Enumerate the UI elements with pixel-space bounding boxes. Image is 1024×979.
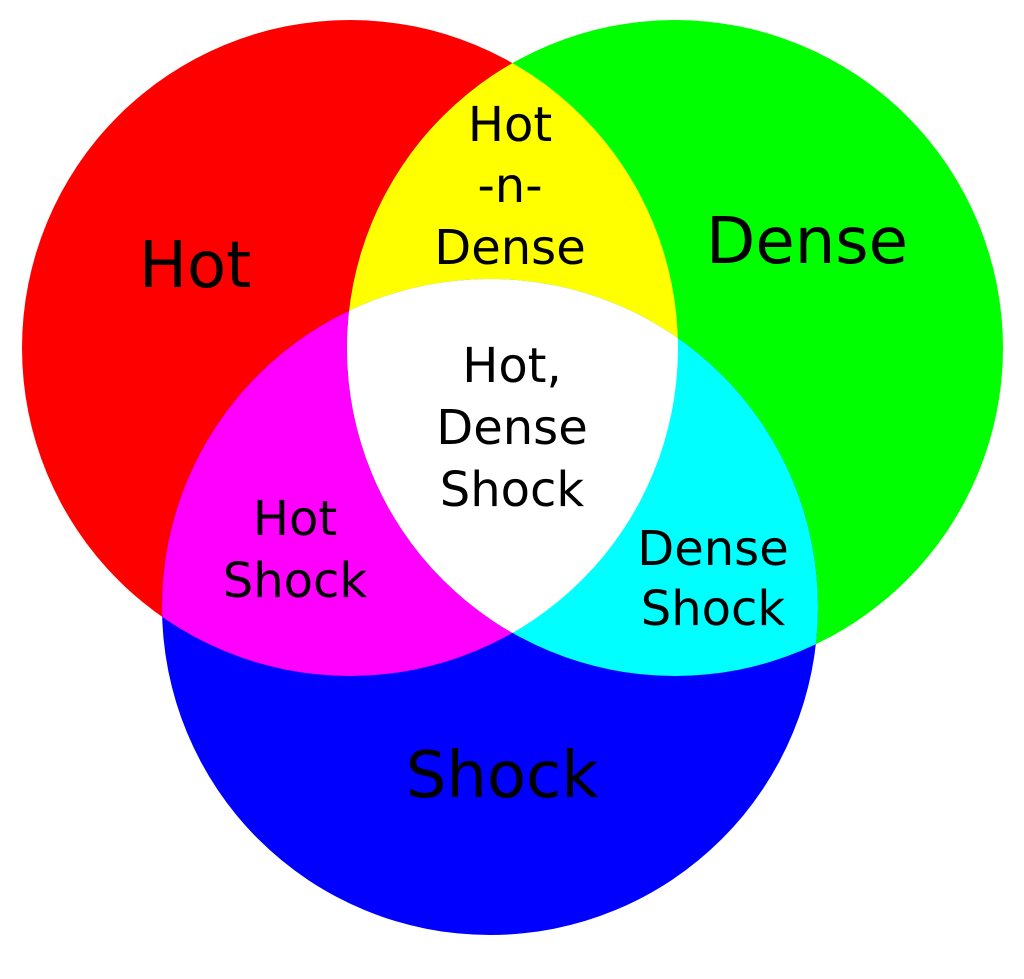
dense-label: Dense	[706, 205, 908, 279]
hot-shock-label-line-1: Hot	[253, 491, 337, 547]
hot-shock-label-line-2: Shock	[223, 553, 368, 609]
center-label-line-2: Dense	[436, 400, 587, 456]
center-region	[347, 279, 678, 676]
hot-label: Hot	[139, 229, 251, 303]
center-label-line-1: Hot,	[462, 338, 562, 394]
dense-shock-label-line-2: Shock	[641, 581, 786, 637]
dense-shock-label-line-1: Dense	[637, 521, 788, 577]
hot-dense-label-line-2: -n-	[477, 158, 542, 214]
shock-label: Shock	[406, 739, 599, 813]
center-label-line-3: Shock	[440, 462, 585, 518]
hot-dense-label-line-3: Dense	[434, 220, 585, 276]
hot-dense-label-line-1: Hot	[468, 97, 552, 153]
